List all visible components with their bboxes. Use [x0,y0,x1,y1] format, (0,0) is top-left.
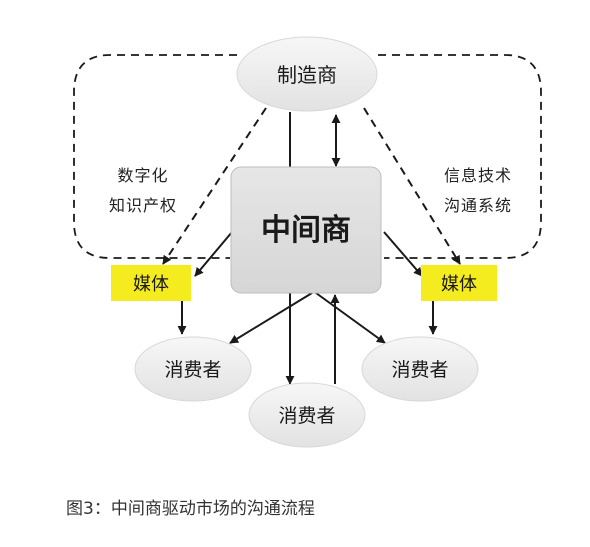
arrow-middleman-to-consumer-left [229,292,313,344]
media-left-label: 媒体 [133,274,169,295]
consumer-center-label: 消费者 [278,405,335,427]
manufacturer-node [236,36,378,112]
consumer-left-node [134,336,252,402]
figure-caption: 图3：中间商驱动市场的沟通流程 [66,499,315,519]
consumer-right-node [361,336,479,402]
arrow-middleman-to-media-left [194,231,233,277]
left-note-line-2: 知识产权 [109,196,177,215]
right-note-line-2: 沟通系统 [444,196,512,215]
dashed-boundary [73,54,542,259]
manufacturer-label: 制造商 [277,63,337,87]
arrow-middleman-to-media-right [383,231,423,277]
middleman-label: 中间商 [261,213,351,248]
consumer-right-label: 消费者 [391,359,448,381]
consumer-left-label: 消费者 [164,359,221,381]
media-right-label: 媒体 [441,274,477,295]
consumer-center-node [248,382,366,448]
dashed-arrow-to-media-right [363,107,461,265]
media-right-box [421,265,497,301]
middleman-node [230,166,382,294]
left-note-line-1: 数字化 [117,166,168,185]
right-note-line-1: 信息技术 [444,166,512,185]
media-left-box [111,265,191,301]
dashed-arrow-to-media-left [162,107,267,265]
arrow-middleman-to-consumer-right [315,292,386,344]
